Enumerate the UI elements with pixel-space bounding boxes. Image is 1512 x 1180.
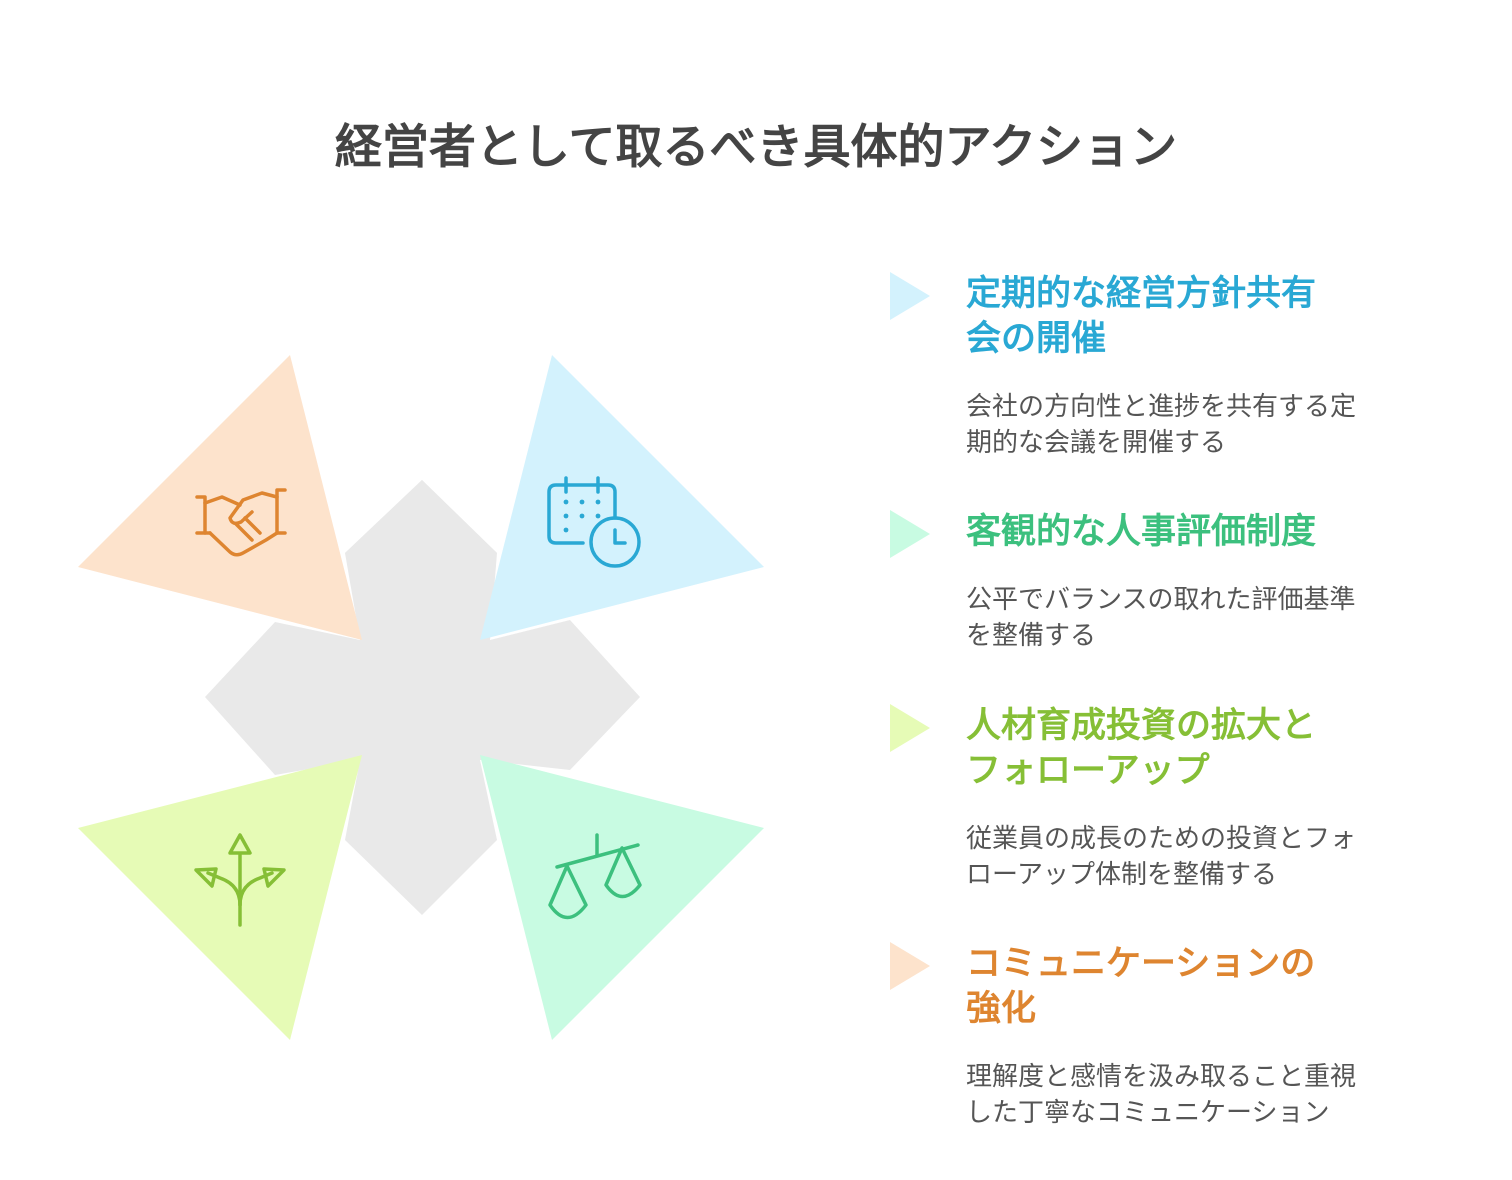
item-description: 従業員の成長のための投資とフォ ローアップ体制を整備する [966,824,1357,890]
center-shape [205,480,640,915]
item-description: 公平でバランスの取れた評価基準 を整備する [966,585,1356,651]
balance-scale-icon [548,833,642,920]
calendar-clock-icon [547,476,641,568]
item-description: 理解度と感情を汲み取ること重視 した丁寧なコミュニケーション [966,1062,1357,1128]
diagram [78,355,764,1040]
item-title: コミュニケーションの 強化 [966,944,1316,1029]
play-marker-icon [890,510,930,558]
split-arrows-icon [194,833,286,927]
item-description: 会社の方向性と進捗を共有する定 期的な会議を開催する [966,392,1357,458]
item-title: 客観的な人事評価制度 [966,512,1317,552]
action-item-2: 客観的な人事評価制度 公平でバランスの取れた評価基準 を整備する [888,510,1488,660]
triangle-bottom-left [78,755,362,1040]
handshake-icon [195,488,287,557]
play-marker-icon [890,272,930,320]
triangle-top-right [480,355,764,640]
action-item-4: コミュニケーションの 強化 理解度と感情を汲み取ること重視 した丁寧なコミュニケ… [888,942,1488,1142]
action-item-3: 人材育成投資の拡大と フォローアップ 従業員の成長のための投資とフォ ローアップ… [888,704,1488,904]
item-title: 人材育成投資の拡大と フォローアップ [966,706,1317,791]
play-marker-icon [890,942,930,990]
page-title: 経営者として取るべき具体的アクション [334,120,1178,175]
item-title: 定期的な経営方針共有 会の開催 [966,274,1317,359]
action-item-1: 定期的な経営方針共有 会の開催 会社の方向性と進捗を共有する定 期的な会議を開催… [888,272,1488,472]
calendar-dots [563,499,601,533]
play-marker-icon [890,704,930,752]
